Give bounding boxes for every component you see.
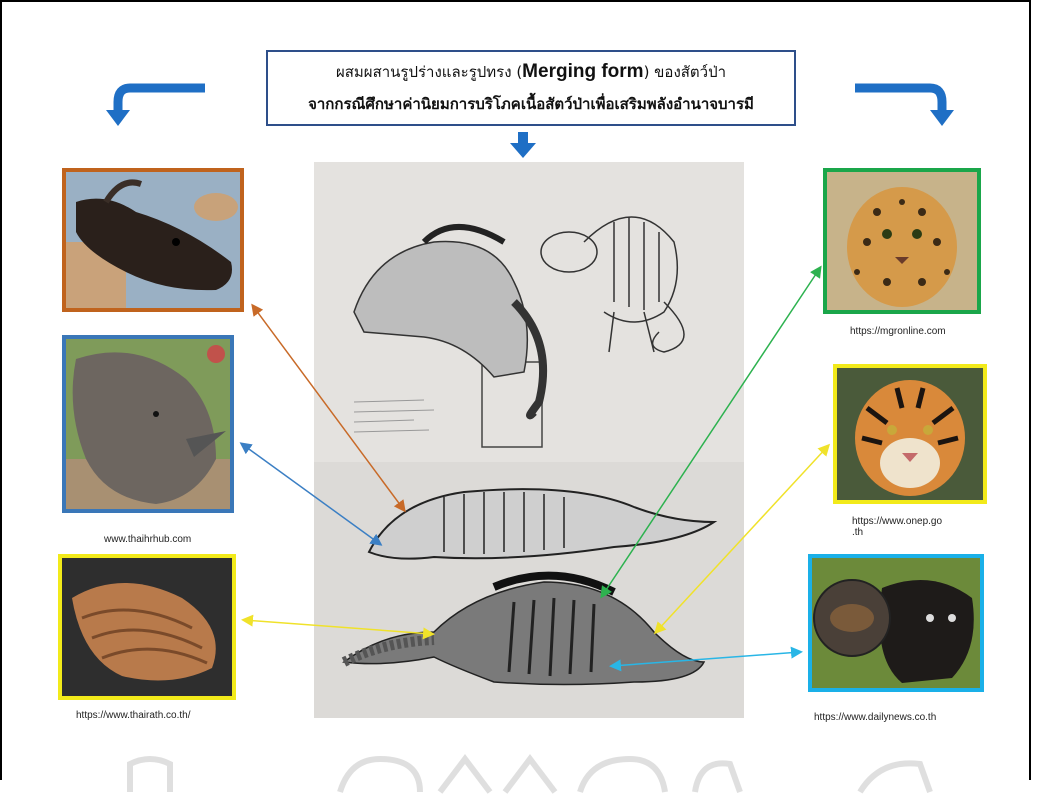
title-prefix: ผสมผสานรูปร่างและรูปทรง ( — [336, 63, 522, 81]
caption-pangolin: https://www.thairath.co.th/ — [76, 710, 191, 721]
caption-leopard: https://mgronline.com — [850, 326, 946, 337]
watermark-logo — [120, 754, 960, 794]
photo-binturong — [808, 554, 984, 692]
title-line-1: ผสมผสานรูปร่างและรูปทรง (Merging form) ข… — [268, 60, 794, 84]
caption-binturong: https://www.dailynews.co.th — [814, 712, 936, 723]
photo-tiger — [833, 364, 987, 504]
photo-rhinoceros — [62, 335, 234, 513]
creature-sketch — [314, 162, 744, 718]
photo-gaur — [62, 168, 244, 312]
title-line-2: จากกรณีศึกษาค่านิยมการบริโภคเนื้อสัตว์ป่… — [268, 92, 794, 116]
curved-arrow-left-icon — [100, 80, 210, 130]
curved-arrow-right-icon — [850, 80, 960, 130]
caption-tiger: https://www.onep.go .th — [852, 516, 972, 538]
photo-pangolin — [58, 554, 236, 700]
title-suffix: ) ของสัตว์ป่า — [644, 63, 726, 81]
title-bold-term: Merging form — [522, 61, 643, 82]
title-box: ผสมผสานรูปร่างและรูปทรง (Merging form) ข… — [266, 50, 796, 126]
photo-leopard — [823, 168, 981, 314]
caption-rhinoceros: www.thaihrhub.com — [104, 534, 191, 545]
down-arrow-icon — [508, 132, 538, 160]
